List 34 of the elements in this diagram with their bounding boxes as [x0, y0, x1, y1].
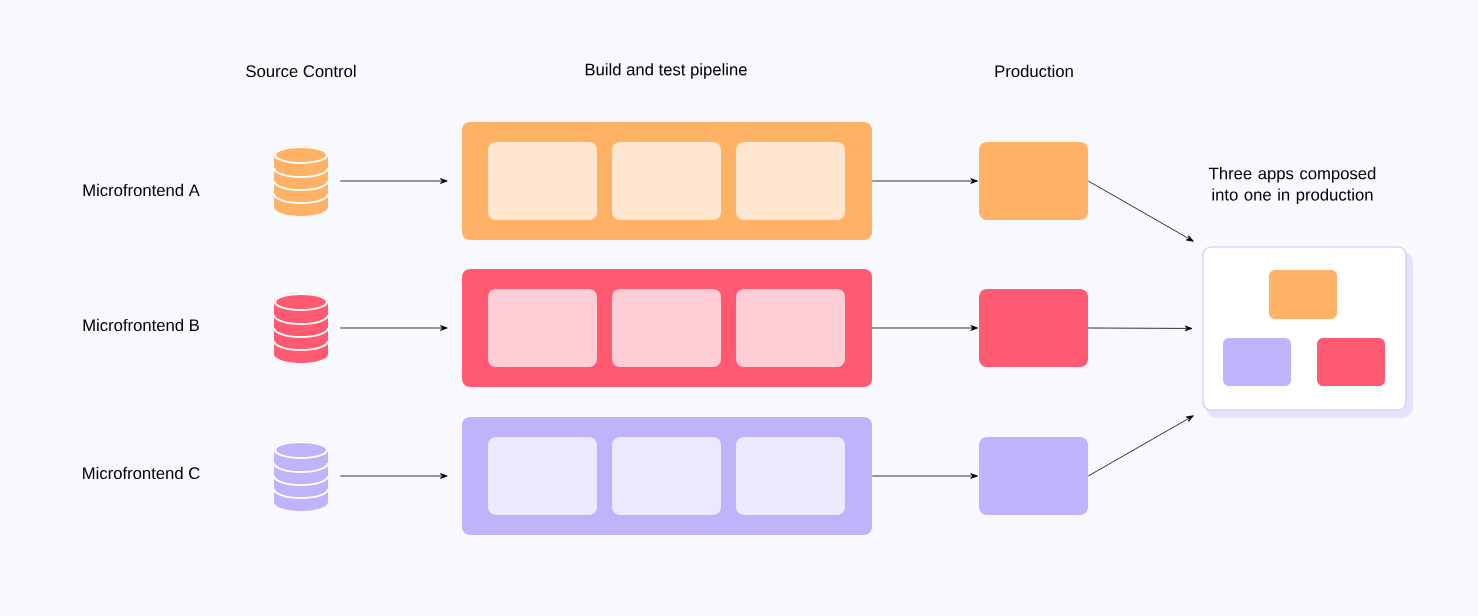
- stage-box: [736, 289, 845, 367]
- app-block: [1223, 338, 1291, 386]
- column-heading: Production: [995, 64, 1073, 78]
- arrow: [339, 178, 448, 184]
- stage-box: [612, 142, 721, 220]
- arrow: [871, 178, 978, 184]
- column-heading: Source Control: [246, 64, 356, 78]
- production-box: [979, 437, 1088, 515]
- caption-text: Three apps composed into one in production: [1209, 167, 1376, 204]
- arrow: [339, 473, 448, 479]
- stage-box: [736, 437, 845, 515]
- stage-box: [612, 289, 721, 367]
- arrow: [1087, 180, 1194, 242]
- stage-box: [488, 289, 597, 367]
- arrow: [339, 325, 448, 331]
- column-heading: Build and test pipeline: [585, 63, 747, 79]
- arrow: [871, 325, 978, 331]
- database-icon: [273, 293, 329, 363]
- app-block: [1317, 338, 1385, 386]
- database-icon: [273, 146, 329, 216]
- arrow: [1087, 415, 1194, 477]
- database-icon: [273, 441, 329, 511]
- row-label: Microfrontend A: [83, 183, 200, 197]
- row-label: Microfrontend C: [83, 466, 200, 480]
- stage-box: [612, 437, 721, 515]
- production-box: [979, 142, 1088, 220]
- row-label: Microfrontend B: [83, 318, 199, 332]
- production-box: [979, 289, 1088, 367]
- stage-box: [736, 142, 845, 220]
- stage-box: [488, 142, 597, 220]
- arrow: [1087, 325, 1193, 332]
- app-block: [1269, 270, 1337, 319]
- arrow: [871, 473, 978, 479]
- stage-box: [488, 437, 597, 515]
